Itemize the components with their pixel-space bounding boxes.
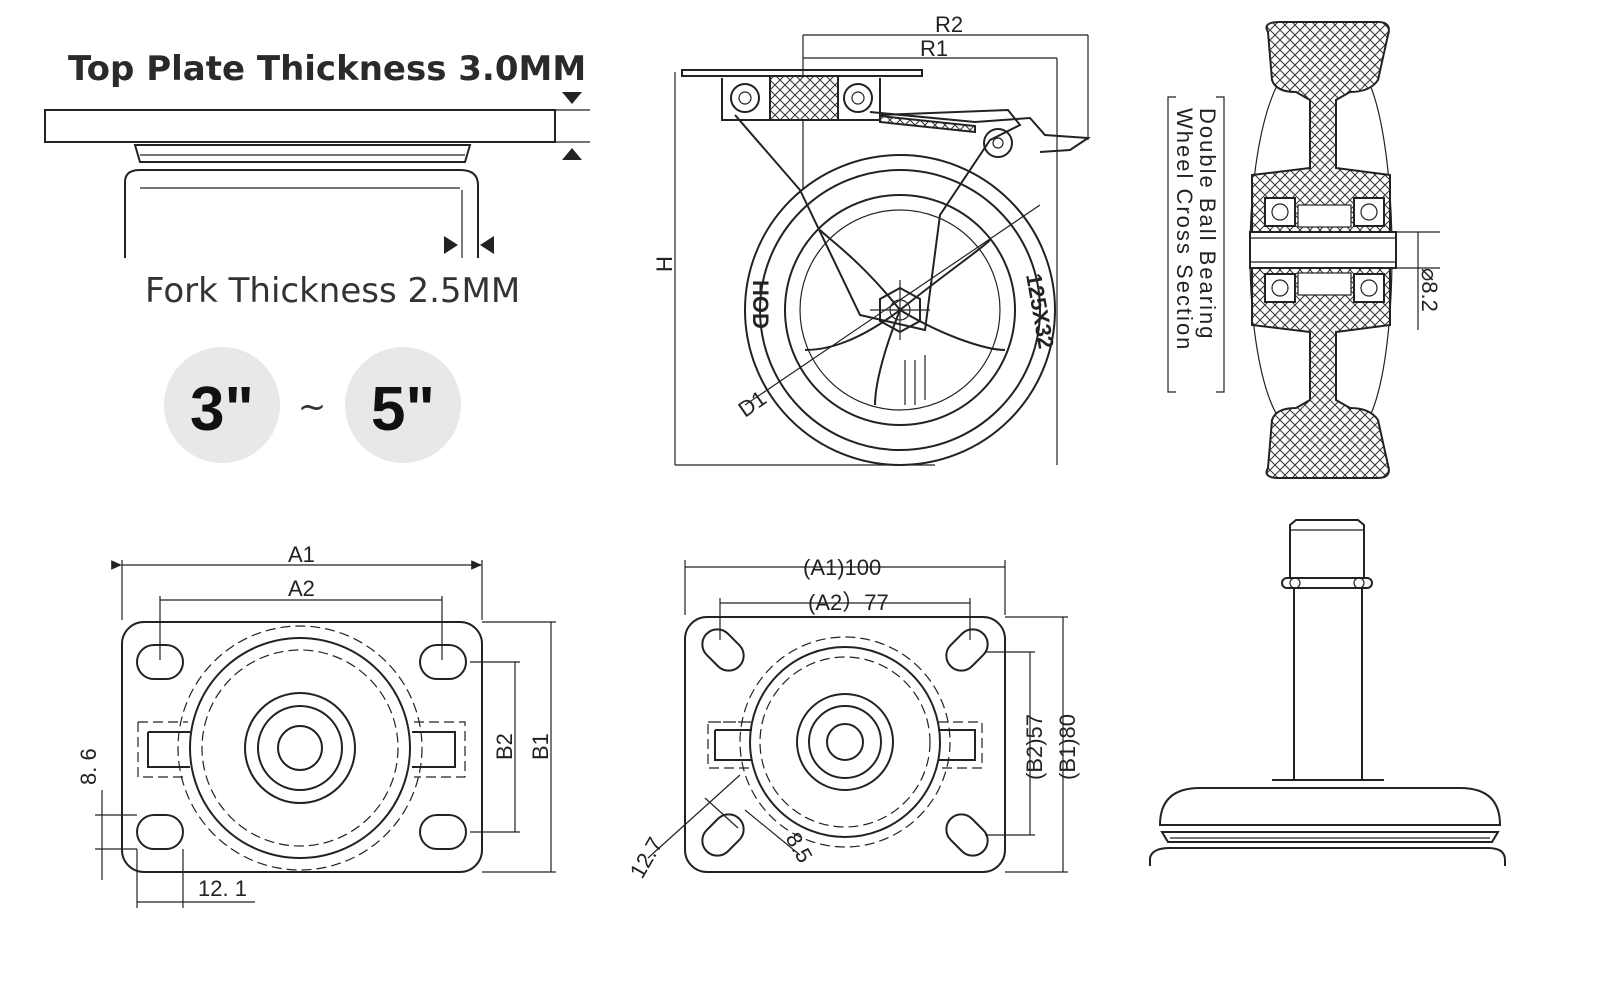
wheel-cross-section: Double Ball Bearing Wheel Cross Section … [1167,21,1442,479]
dim-h: H [652,256,677,272]
size-badge-to [345,347,461,463]
slot-tr [419,644,467,680]
slot-tl [136,644,184,680]
dim-b1: B1 [528,733,553,760]
axle-diameter: ⌀8.2 [1417,268,1442,312]
slot-metric-br [945,813,989,857]
caster-side-view: R2 R1 H D1 HOD 125X32 [652,12,1091,466]
slot-bl [136,814,184,850]
stem-caster-view [1149,519,1506,866]
dim-a1: A1 [288,542,315,567]
arrow-down-icon [562,92,582,104]
plate-generic-view: A1 A2 B2 B1 8. 6 12. 1 [76,542,556,908]
fork-label: Fork Thickness 2.5MM [145,271,520,311]
section-bottom-half [1251,267,1391,479]
plate-metric-view: (A1)100 (A2）77 (B2)57 (B1)80 12.7 8.5 [625,555,1080,883]
top-plate-label: Top Plate Thickness 3.0MM [68,49,586,89]
arrow-left-icon [480,236,494,254]
arrow-up-icon [562,148,582,160]
dim-b2: B2 [492,733,517,760]
dim-b2-metric: (B2)57 [1022,714,1047,780]
metric-plate-outline [684,616,1006,873]
slot-metric-tr [945,628,989,672]
dim-a2-metric: (A2）77 [808,590,889,615]
wheel-outer [744,154,1056,466]
stem-plate [1158,787,1502,826]
dim-b1-metric: (B1)80 [1055,714,1080,780]
dim-a2: A2 [288,576,315,601]
dim-a1-metric: (A1)100 [803,555,881,580]
top-plate [44,109,556,143]
arrow-right-icon [444,236,458,254]
dim-slot-width-metric: 8.5 [781,828,818,867]
slot-metric-bl [701,813,745,857]
size-badge-from [164,347,280,463]
plate-thickness-diagram: Top Plate Thickness 3.0MM Fork Thickness… [44,49,590,463]
dim-r1: R1 [920,36,948,61]
slot-br [419,814,467,850]
brand-mark: HOD [748,280,773,329]
dim-r2: R2 [935,12,963,37]
section-top-half [1251,21,1391,233]
dim-slot-width: 8. 6 [76,748,101,785]
size-separator: ~ [298,387,327,427]
stem-cap [1289,519,1365,579]
generic-plate-outline [121,621,483,873]
dim-slot-length-metric: 12.7 [625,833,668,883]
dim-slot-length: 12. 1 [198,876,247,901]
size-to: 5" [371,375,435,444]
section-caption-1: Double Ball Bearing [1195,108,1220,340]
size-from: 3" [190,375,254,444]
slot-metric-tl [701,628,745,672]
section-caption-2: Wheel Cross Section [1172,108,1197,351]
